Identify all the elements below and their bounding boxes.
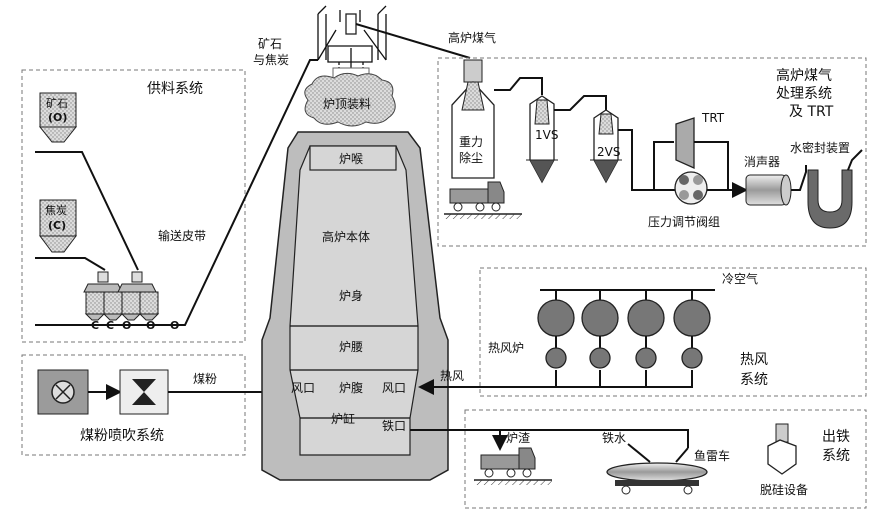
furnace-throat bbox=[309, 145, 397, 171]
coke-feed-line bbox=[35, 257, 106, 271]
hot-blast-label: 热风 bbox=[440, 369, 464, 383]
belly-label: 炉腰 bbox=[339, 340, 363, 354]
bf-gas-line bbox=[355, 23, 471, 59]
throat-label: 炉喉 bbox=[339, 152, 363, 166]
silencer-label: 消声器 bbox=[744, 155, 780, 169]
pipe-to-trt bbox=[653, 141, 674, 190]
pipe-to-water-seal bbox=[791, 165, 807, 191]
water-seal bbox=[807, 149, 863, 229]
venturi-scrubber-1 bbox=[526, 95, 558, 184]
ore-coke-label-line2: 与焦炭 bbox=[253, 53, 289, 67]
pipe-1vs-2vs bbox=[554, 95, 607, 111]
vs2-label: 2VS bbox=[597, 145, 620, 159]
top-charging-label: 炉顶装料 bbox=[323, 97, 371, 111]
desilicon-label: 脱硅设备 bbox=[760, 482, 808, 497]
slag-truck bbox=[474, 447, 552, 485]
pipe-gravity-1vs bbox=[494, 77, 543, 95]
gravity-label-line2: 除尘 bbox=[459, 150, 483, 165]
coal-powder-label: 煤粉 bbox=[193, 372, 217, 386]
pci-system: 煤粉 煤粉喷吹系统 bbox=[21, 354, 289, 456]
pipe-2vs-valves bbox=[618, 129, 675, 191]
hot-blast-title-line2: 系统 bbox=[740, 372, 768, 388]
pressure-valve-group bbox=[674, 171, 708, 205]
gas-treatment-system: 高炉煤气 处理系统 及 TRT 重力 除尘 bbox=[437, 57, 867, 247]
mill-icon bbox=[37, 369, 89, 415]
supply-system: 供料系统 矿石 (O) 焦炭 (C) bbox=[21, 59, 318, 343]
hot-blast-header bbox=[440, 370, 693, 388]
coke-symbol: (C) bbox=[48, 219, 66, 232]
torpedo-label: 鱼雷车 bbox=[694, 448, 730, 463]
water-seal-label: 水密封装置 bbox=[790, 140, 850, 155]
hot-blast-system: 冷空气 热风炉 热风 系统 bbox=[440, 267, 867, 397]
ore-label: 矿石 bbox=[46, 97, 68, 110]
trt-turbine bbox=[675, 117, 695, 170]
top-charging-area bbox=[304, 72, 396, 127]
hot-stove-2 bbox=[581, 290, 619, 369]
bosh-label: 炉腹 bbox=[339, 381, 363, 395]
gas-treat-title-line2: 处理系统 bbox=[776, 86, 832, 102]
tuyere-left-label: 风口 bbox=[291, 381, 315, 395]
hearth-label: 炉缸 bbox=[331, 411, 355, 426]
hot-blast-title-line1: 热风 bbox=[740, 352, 768, 368]
dust-truck bbox=[444, 181, 522, 219]
supply-system-box bbox=[21, 69, 246, 343]
hot-stove-3 bbox=[627, 290, 665, 369]
gravity-label-line1: 重力 bbox=[459, 135, 483, 149]
blast-furnace: 炉顶装料 炉喉 高炉本体 炉身 炉腰 炉腹 风口 风口 炉缸 铁口 矿石 与焦炭 bbox=[253, 5, 449, 481]
bf-body-label: 高炉本体 bbox=[322, 229, 370, 244]
pipe-trt-out bbox=[694, 141, 729, 190]
ore-coke-label-line1: 矿石 bbox=[258, 37, 282, 51]
hot-blast-box bbox=[479, 267, 867, 397]
taphole-line bbox=[410, 429, 689, 448]
supply-system-title: 供料系统 bbox=[147, 81, 203, 97]
conveyor-belt bbox=[35, 59, 318, 326]
coke-hopper: 焦炭 (C) bbox=[39, 199, 77, 253]
tapping-title-line1: 出铁 bbox=[822, 429, 850, 445]
pci-system-title: 煤粉喷吹系统 bbox=[80, 428, 164, 444]
vs1-label: 1VS bbox=[535, 128, 558, 142]
slag-label: 炉渣 bbox=[506, 431, 530, 445]
torpedo-car bbox=[606, 462, 708, 495]
tapping-system: 炉渣 铁水 鱼雷车 脱硅设备 出铁 系统 bbox=[410, 409, 867, 509]
trt-label: TRT bbox=[701, 111, 725, 125]
gas-treat-title-line3: 及 TRT bbox=[789, 104, 834, 120]
hot-metal-label: 铁水 bbox=[602, 431, 626, 445]
ore-hopper: 矿石 (O) bbox=[38, 92, 78, 143]
coke-label: 焦炭 bbox=[45, 204, 67, 217]
desilicon-equipment bbox=[767, 423, 797, 475]
weigh-bins bbox=[83, 271, 160, 321]
gravity-dust-catcher bbox=[451, 59, 495, 179]
gas-treat-title-line1: 高炉煤气 bbox=[776, 67, 832, 84]
venturi-scrubber-2 bbox=[590, 109, 622, 184]
pci-system-box bbox=[21, 354, 246, 456]
silencer bbox=[745, 174, 792, 206]
shaft-label: 炉身 bbox=[339, 288, 363, 303]
tuyere-right-label: 风口 bbox=[382, 381, 406, 395]
hot-stove-1 bbox=[537, 290, 575, 369]
hot-stove-4 bbox=[673, 290, 711, 369]
hot-metal-spout bbox=[627, 443, 651, 463]
tapping-title-line2: 系统 bbox=[822, 448, 850, 464]
pressure-valve-label: 压力调节阀组 bbox=[648, 215, 720, 229]
gas-treatment-box bbox=[437, 57, 867, 247]
cold-air-label: 冷空气 bbox=[722, 271, 758, 286]
taphole-label: 铁口 bbox=[382, 419, 406, 433]
injector-icon bbox=[119, 369, 169, 415]
hot-stove-label: 热风炉 bbox=[488, 341, 524, 355]
conveyor-label: 输送皮带 bbox=[158, 228, 206, 243]
ore-feed-line bbox=[35, 151, 139, 271]
tapping-box bbox=[464, 409, 867, 509]
torpedo-spout bbox=[675, 447, 689, 463]
ore-symbol: (O) bbox=[48, 111, 67, 124]
bf-gas-label: 高炉煤气 bbox=[448, 30, 496, 45]
